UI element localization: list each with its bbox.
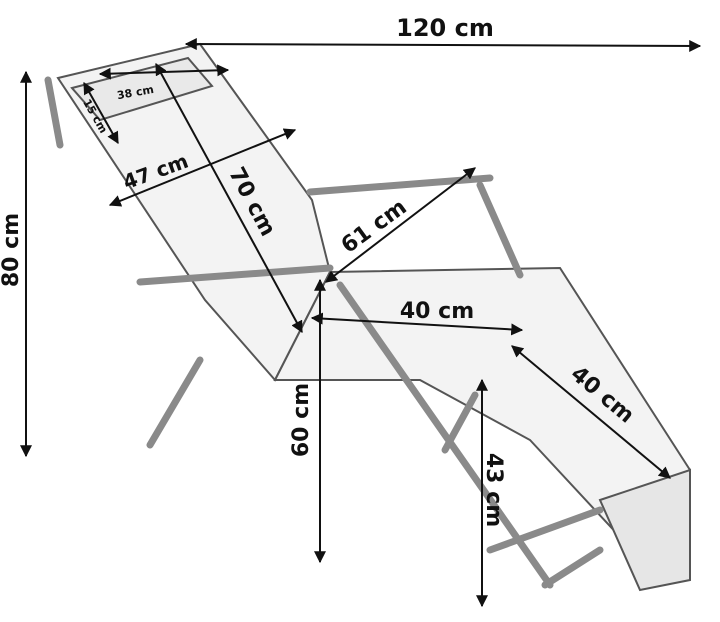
- dim-line-seat-width: [310, 312, 524, 336]
- label-seat-width: 40 cm: [400, 299, 474, 324]
- label-front-leg-height: 43 cm: [481, 453, 506, 527]
- label-total-length: 120 cm: [396, 14, 494, 42]
- footrest: [598, 468, 691, 592]
- dim-line-total-length: [184, 38, 702, 52]
- dimension-lines: [20, 38, 702, 608]
- dim-line-backrest-length: [155, 62, 303, 334]
- dim-line-leg-section: [511, 345, 671, 479]
- label-armrest-diagonal: 61 cm: [337, 195, 412, 259]
- label-total-height: 80 cm: [0, 213, 24, 287]
- label-headrest-width: 38 cm: [116, 83, 155, 102]
- label-seat-height: 60 cm: [289, 383, 314, 457]
- dim-line-armrest-diagonal: [325, 167, 476, 283]
